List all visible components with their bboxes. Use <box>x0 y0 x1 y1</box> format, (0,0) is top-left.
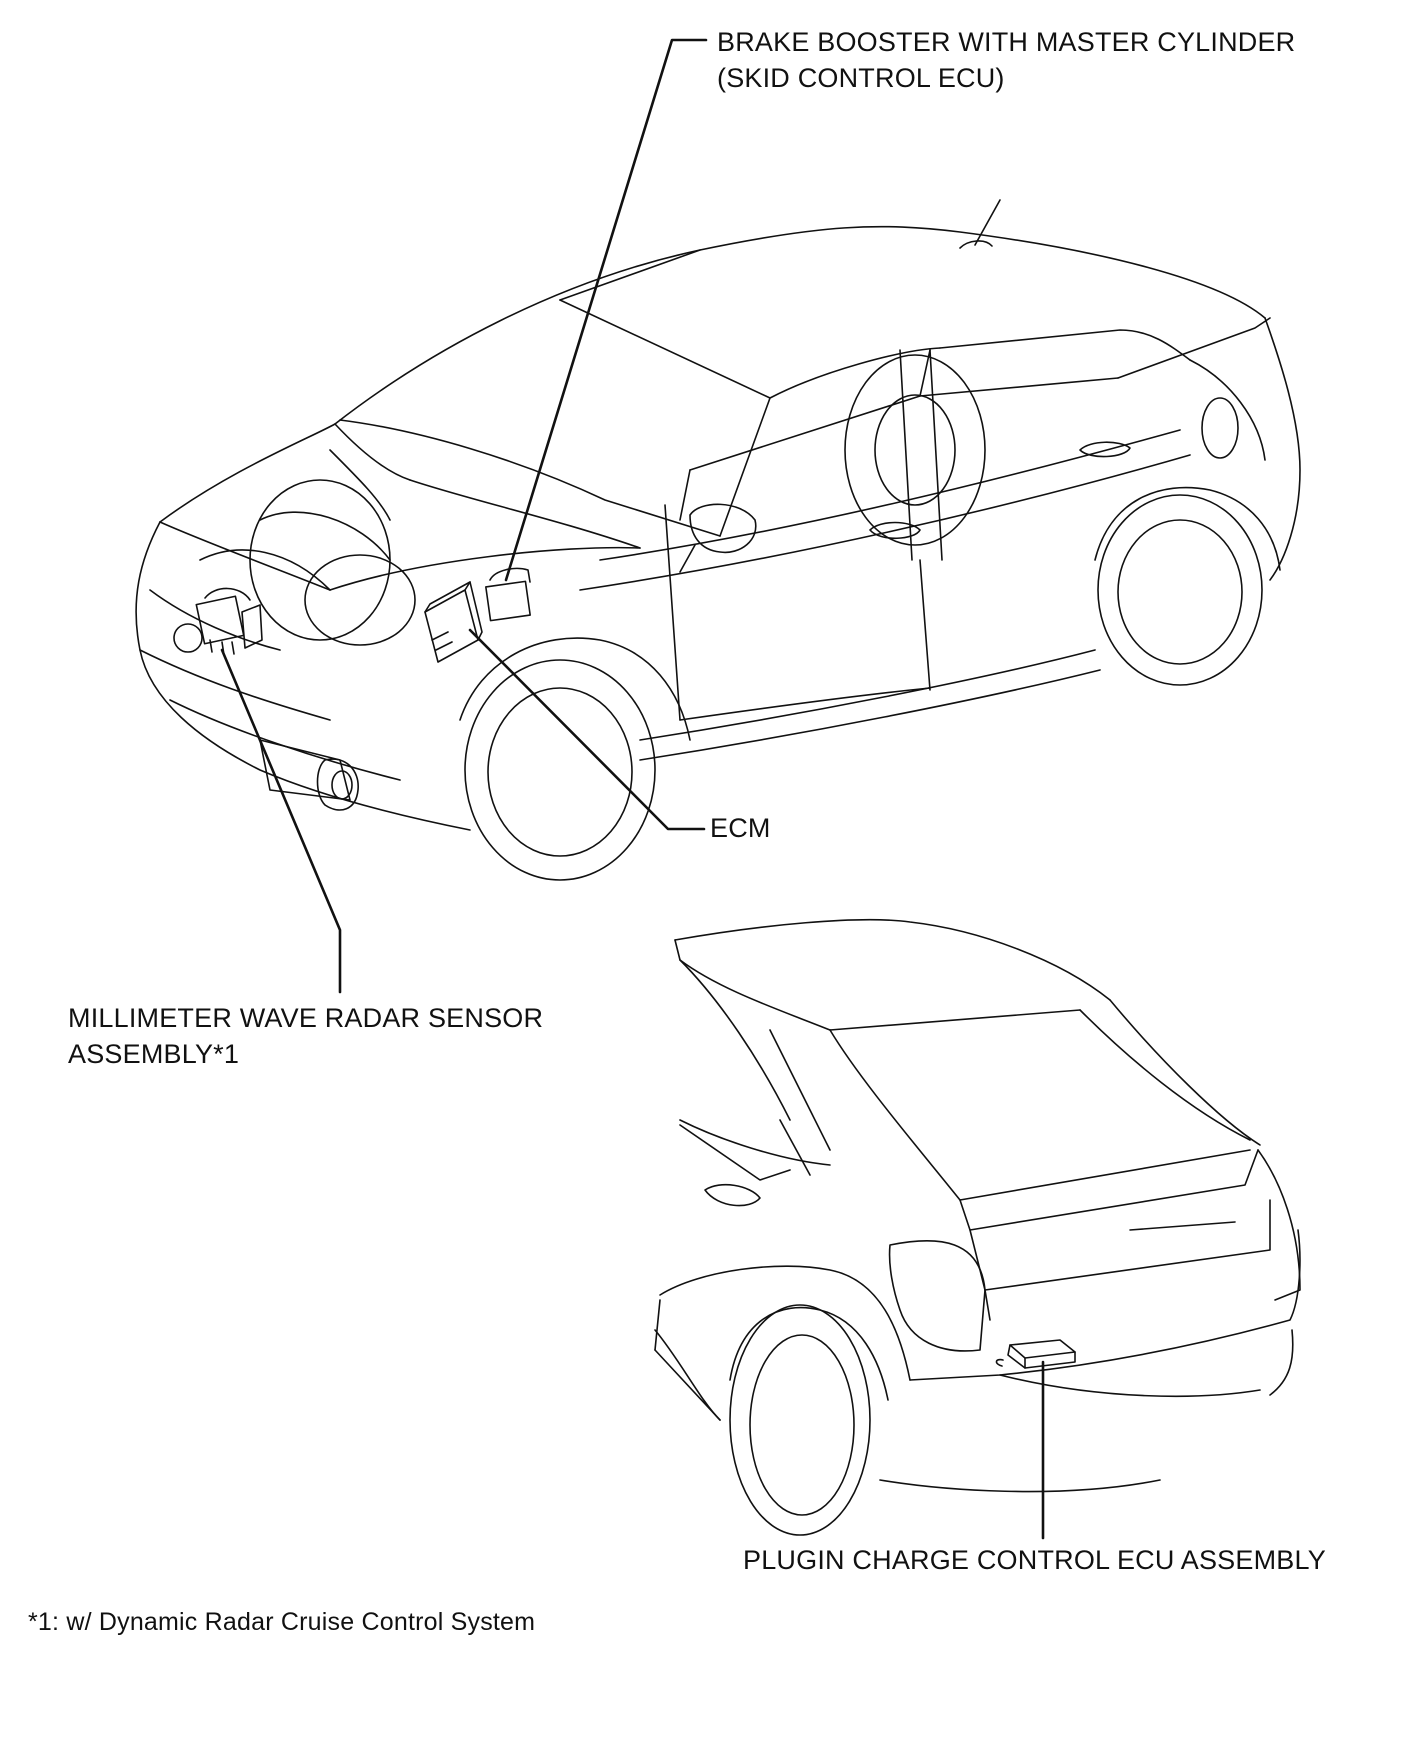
leader-lines <box>222 40 1043 1538</box>
footnote: *1: w/ Dynamic Radar Cruise Control Syst… <box>28 1608 536 1636</box>
leader-radar <box>222 650 340 992</box>
plugin-ecu-part <box>996 1340 1075 1368</box>
brake-booster-label-line2: (SKID CONTROL ECU) <box>717 63 1005 93</box>
radar-sensor-part <box>196 588 262 655</box>
ecm-part <box>425 582 482 662</box>
leader-brake-booster <box>506 40 706 580</box>
plugin-ecu-label: PLUGIN CHARGE CONTROL ECU ASSEMBLY <box>743 1545 1326 1575</box>
leader-ecm <box>470 630 704 829</box>
radar-sensor-label: MILLIMETER WAVE RADAR SENSOR ASSEMBLY*1 <box>68 1000 543 1072</box>
ecm-label: ECM <box>710 813 771 843</box>
rear-car-illustration <box>655 920 1300 1535</box>
radar-sensor-label-line2: ASSEMBLY*1 <box>68 1039 240 1069</box>
brake-booster-label-line1: BRAKE BOOSTER WITH MASTER CYLINDER <box>717 27 1296 57</box>
radar-sensor-label-line1: MILLIMETER WAVE RADAR SENSOR <box>68 1003 544 1033</box>
front-car-illustration <box>136 200 1300 880</box>
brake-booster-label: BRAKE BOOSTER WITH MASTER CYLINDER (SKID… <box>717 24 1295 96</box>
